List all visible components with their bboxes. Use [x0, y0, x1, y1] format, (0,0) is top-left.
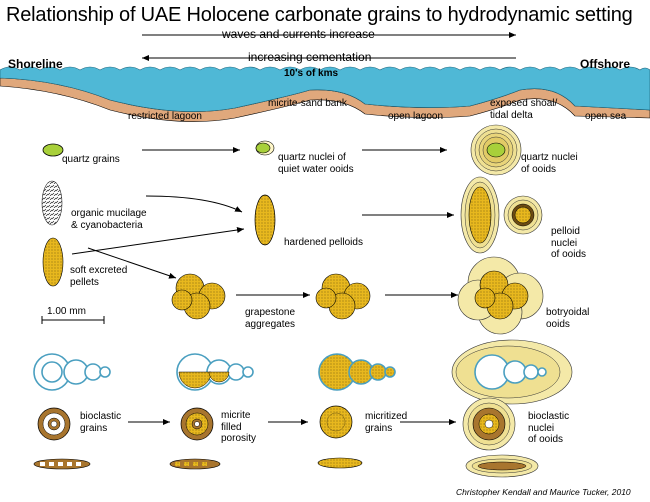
label-grapestone: grapestone aggregates	[245, 307, 296, 330]
botryoidal-ooid	[457, 256, 544, 335]
shoreline-label: Shoreline	[8, 57, 63, 71]
arrow-mucilage	[145, 195, 243, 213]
setting-restricted-lagoon: restricted lagoon	[128, 111, 202, 122]
gastropod-shell-filled	[318, 353, 396, 391]
label-bioclastic: bioclastic grains	[80, 411, 122, 434]
label-bioclastic-nuclei: bioclastic nuclei of ooids	[528, 411, 570, 445]
gastropod-ooid	[451, 339, 573, 405]
soft-pellet	[42, 237, 64, 287]
coastal-profile	[0, 66, 650, 122]
shell-fragment-micritized	[317, 457, 363, 469]
setting-open-sea: open sea	[585, 111, 627, 122]
arrow-pellets-up	[71, 227, 245, 255]
label-pellets: soft excreted pellets	[70, 265, 128, 288]
label-mucilage: organic mucilage & cyanobacteria	[71, 208, 147, 231]
label-micrite-filled: micrite filled porosity	[221, 410, 257, 444]
setting-micrite-sand-bank: micrite-sand bank	[268, 98, 347, 109]
pelloid-nucleus-ooid-elongate	[460, 176, 500, 254]
arrow-pellets-down	[87, 247, 177, 279]
micrite-filled-grain	[180, 407, 214, 441]
gastropod-shell	[33, 353, 111, 391]
scale-bar-label: 1.00 mm	[47, 306, 86, 317]
grapestone-soft	[171, 273, 226, 320]
label-hardened-pelloids: hardened pelloids	[284, 237, 363, 248]
label-quartz-nuclei-quiet: quartz nuclei of quiet water ooids	[278, 152, 354, 175]
quartz-nucleus-ooid	[470, 124, 522, 176]
pelloid-nucleus-ooid-round	[503, 195, 543, 235]
label-quartz-nuclei-ooids: quartz nuclei of ooids	[521, 152, 578, 175]
gastropod-shell-partly-filled	[176, 353, 254, 391]
bioclastic-nucleus-ooid	[462, 397, 516, 451]
quartz-grain	[42, 143, 64, 157]
grapestone-hardened	[315, 273, 371, 320]
credit: Christopher Kendall and Maurice Tucker, …	[456, 487, 631, 497]
sea-water	[0, 66, 650, 112]
shell-fragment-filled	[169, 458, 221, 470]
label-pelloid-nuclei: pelloid nuclei of ooids	[551, 226, 587, 260]
scale-label: 10's of kms	[284, 68, 339, 79]
offshore-label: Offshore	[580, 57, 631, 71]
hardened-pelloid	[254, 194, 276, 246]
setting-open-lagoon: open lagoon	[388, 111, 444, 122]
label-quartz-grains: quartz grains	[62, 154, 120, 165]
cementation-label: increasing cementation	[248, 50, 372, 64]
shell-fragment-ooid	[465, 454, 539, 478]
waves-label: waves and currents increase	[222, 27, 375, 41]
micritized-grain	[319, 405, 353, 439]
organic-mucilage	[41, 180, 63, 226]
page-title: Relationship of UAE Holocene carbonate g…	[6, 4, 633, 26]
label-micritized: micritized grains	[365, 411, 408, 434]
setting-exposed-shoal: exposed shoal/ tidal delta	[490, 98, 558, 121]
quartz-nucleus-quiet-ooid	[255, 140, 275, 156]
bioclastic-grain	[37, 407, 71, 441]
label-botryoidal: botryoidal ooids	[546, 307, 590, 330]
shell-fragment	[33, 458, 91, 470]
